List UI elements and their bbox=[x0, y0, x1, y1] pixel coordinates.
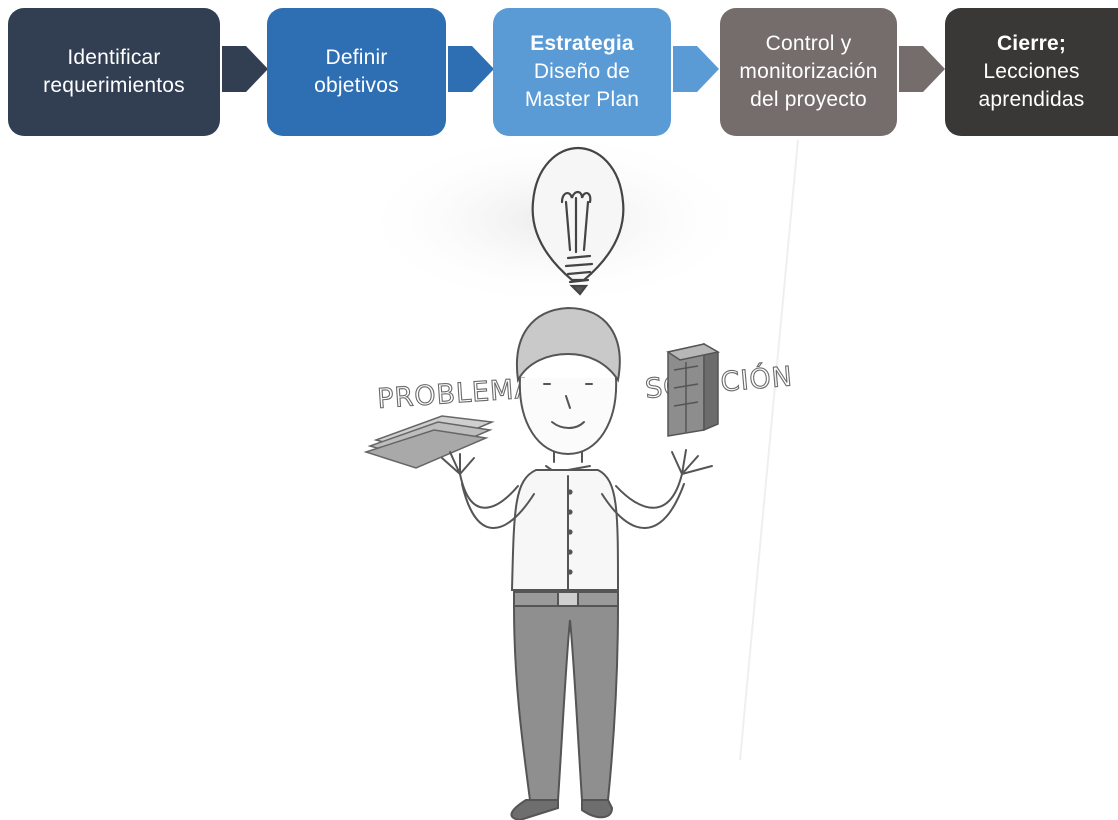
step-line: del proyecto bbox=[750, 88, 867, 111]
step-line: Lecciones bbox=[983, 60, 1080, 83]
step-line: Diseño de bbox=[533, 60, 631, 83]
step-line: objetivos bbox=[314, 74, 399, 97]
sketch-illustration: PROBLEMA SOLUCIÓN bbox=[355, 140, 799, 820]
chevron-right-icon bbox=[899, 46, 945, 92]
solucion-label: SOLUCIÓN bbox=[644, 360, 794, 405]
paper-edge bbox=[739, 140, 799, 761]
step-line: requerimientos bbox=[43, 74, 185, 97]
chevron-right-icon bbox=[448, 46, 494, 92]
chevron-right-icon bbox=[673, 46, 719, 92]
step-line: Identificar bbox=[67, 46, 161, 69]
step-definir-objetivos: Definir objetivos bbox=[267, 8, 446, 136]
step-line: aprendidas bbox=[978, 88, 1085, 111]
person-figure bbox=[441, 306, 713, 820]
chevron-right-icon bbox=[222, 46, 268, 92]
papers-stack-icon bbox=[363, 415, 495, 469]
process-flow: Identificar requerimientos Definir objet… bbox=[0, 0, 1118, 140]
step-line: Control y bbox=[765, 32, 852, 55]
step-line: Master Plan bbox=[524, 88, 640, 111]
lightbulb-icon bbox=[531, 146, 625, 296]
step-line: Definir bbox=[325, 46, 388, 69]
step-title: Estrategia bbox=[530, 32, 634, 55]
problema-label: PROBLEMA bbox=[376, 373, 534, 415]
step-cierre: Cierre; Lecciones aprendidas bbox=[945, 8, 1118, 136]
step-line: monitorización bbox=[739, 60, 878, 83]
step-identificar-requerimientos: Identificar requerimientos bbox=[8, 8, 220, 136]
building-icon bbox=[666, 342, 721, 437]
step-control-monitorizacion: Control y monitorización del proyecto bbox=[720, 8, 897, 136]
step-title: Cierre; bbox=[996, 32, 1067, 55]
step-estrategia: Estrategia Diseño de Master Plan bbox=[493, 8, 671, 136]
